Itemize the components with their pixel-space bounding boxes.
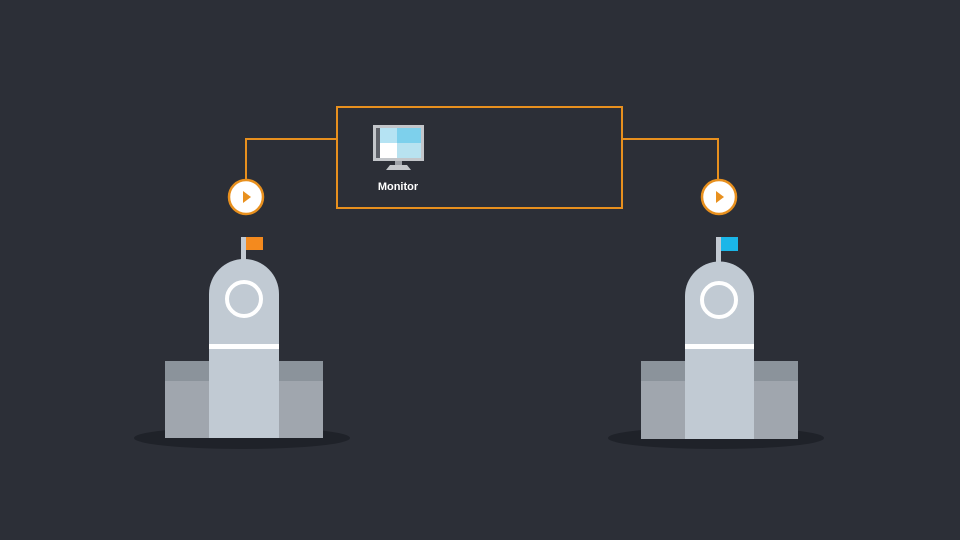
play-icon xyxy=(243,191,251,203)
right-building xyxy=(608,237,824,449)
monitor-label: Monitor xyxy=(377,181,419,193)
flagpole xyxy=(241,237,246,263)
monitor-icon xyxy=(373,125,424,170)
left-connector xyxy=(245,138,337,180)
flagpole xyxy=(716,237,721,263)
play-icon xyxy=(716,191,724,203)
connector-lines xyxy=(245,106,719,209)
right-connector xyxy=(622,138,719,180)
flag-blue xyxy=(721,237,738,251)
flag-orange xyxy=(246,237,263,250)
monitor-box xyxy=(336,106,623,209)
left-building xyxy=(134,237,350,449)
play-button-left[interactable] xyxy=(227,178,265,216)
play-button-right[interactable] xyxy=(700,178,738,216)
